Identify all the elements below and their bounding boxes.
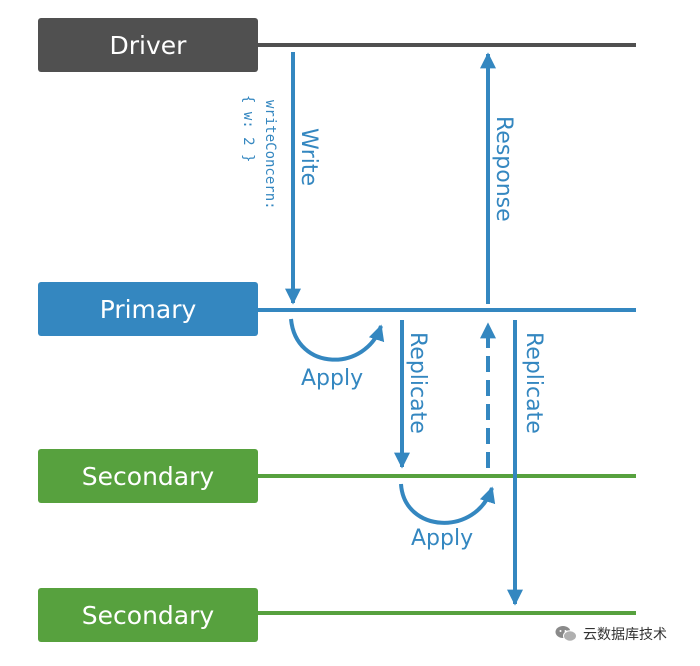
wechat-icon <box>555 626 577 642</box>
write-concern-line1: writeConcern: <box>262 100 278 210</box>
replicate-label-2: Replicate <box>521 332 546 434</box>
secondary-1-label: Secondary <box>81 461 215 491</box>
write-concern-line2: { w: 2 } <box>240 95 256 162</box>
watermark: 云数据库技术 <box>555 624 667 644</box>
watermark-text: 云数据库技术 <box>583 627 667 643</box>
response-label: Response <box>491 116 516 222</box>
secondary-node-2: Secondary <box>38 588 258 642</box>
apply-secondary-label: Apply <box>411 526 473 551</box>
primary-label: Primary <box>99 294 197 324</box>
primary-node: Primary <box>38 282 258 336</box>
secondary-2-label: Secondary <box>81 600 215 630</box>
write-label: Write <box>296 128 321 186</box>
apply-secondary-arrow <box>399 483 496 525</box>
secondary-node-1: Secondary <box>38 449 258 503</box>
replicate-label-1: Replicate <box>405 332 430 434</box>
apply-primary-arrow <box>289 318 385 362</box>
driver-node: Driver <box>38 18 258 72</box>
apply-primary-label: Apply <box>301 366 363 391</box>
driver-label: Driver <box>109 30 187 60</box>
